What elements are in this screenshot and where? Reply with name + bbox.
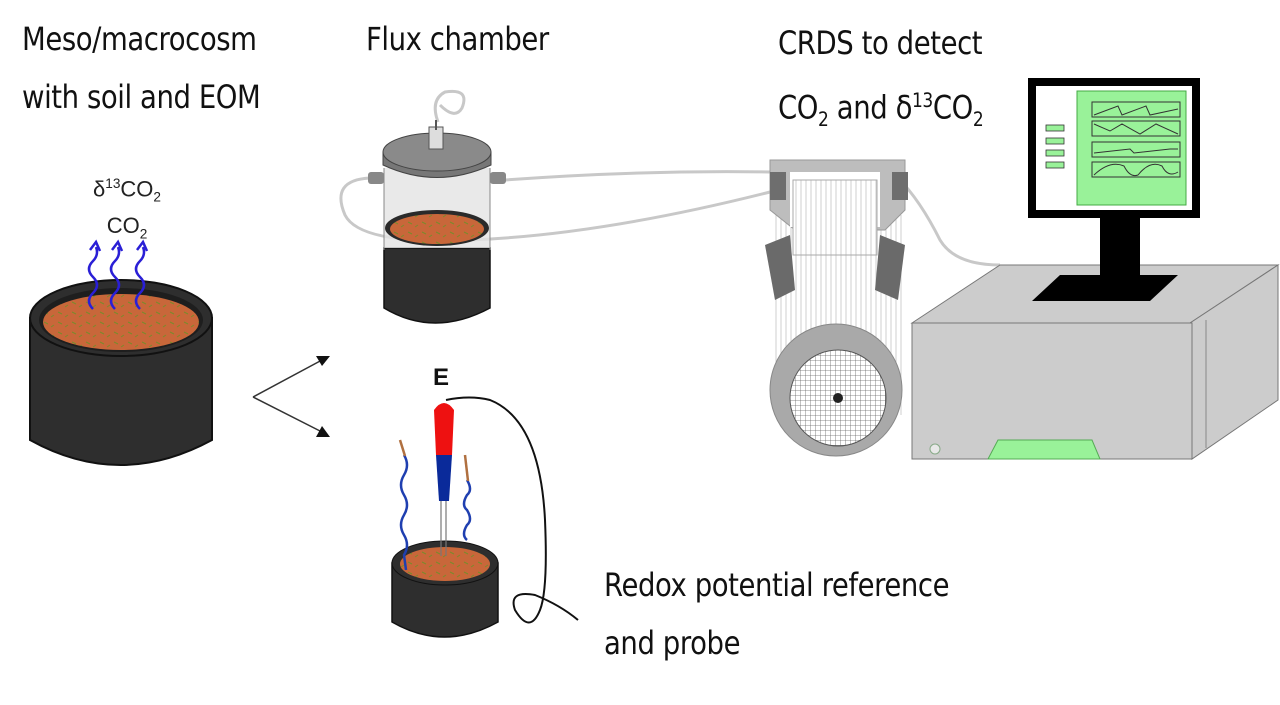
delta13co2-text: δ13CO2 — [93, 176, 161, 205]
mesocosm-label-line1: Meso/macrocosm — [22, 20, 257, 58]
gas-emission-arrows — [87, 239, 149, 310]
co2-text: CO2 — [106, 212, 148, 242]
crds-label-line2: CO2 and δ13CO2 — [778, 88, 984, 132]
crds-analyzer — [910, 264, 1280, 460]
redox-label-line1: Redox potential reference — [604, 566, 950, 604]
crds-label: CRDS to detect CO2 and δ13CO2 — [778, 14, 984, 149]
emission-label: δ13CO2 CO2 — [72, 170, 182, 248]
monitor — [1028, 78, 1200, 290]
flux-chamber-label: Flux chamber — [366, 20, 549, 58]
redox-probe — [434, 396, 579, 624]
soil-surface — [43, 294, 199, 350]
reference-wires — [398, 439, 472, 571]
mesocosm-label: Meso/macrocosm with soil and EOM — [22, 10, 261, 126]
redox-label: Redox potential reference and probe — [604, 556, 950, 672]
mesocosm-container — [29, 279, 213, 466]
crds-cavity — [765, 159, 908, 457]
redox-container — [391, 540, 499, 638]
electrode-label: E — [433, 364, 450, 391]
crds-label-line1: CRDS to detect — [778, 24, 983, 62]
split-arrows — [252, 356, 330, 437]
flux-chamber — [368, 120, 506, 324]
redox-label-line2: and probe — [604, 624, 741, 662]
mesocosm-label-line2: with soil and EOM — [22, 78, 261, 116]
